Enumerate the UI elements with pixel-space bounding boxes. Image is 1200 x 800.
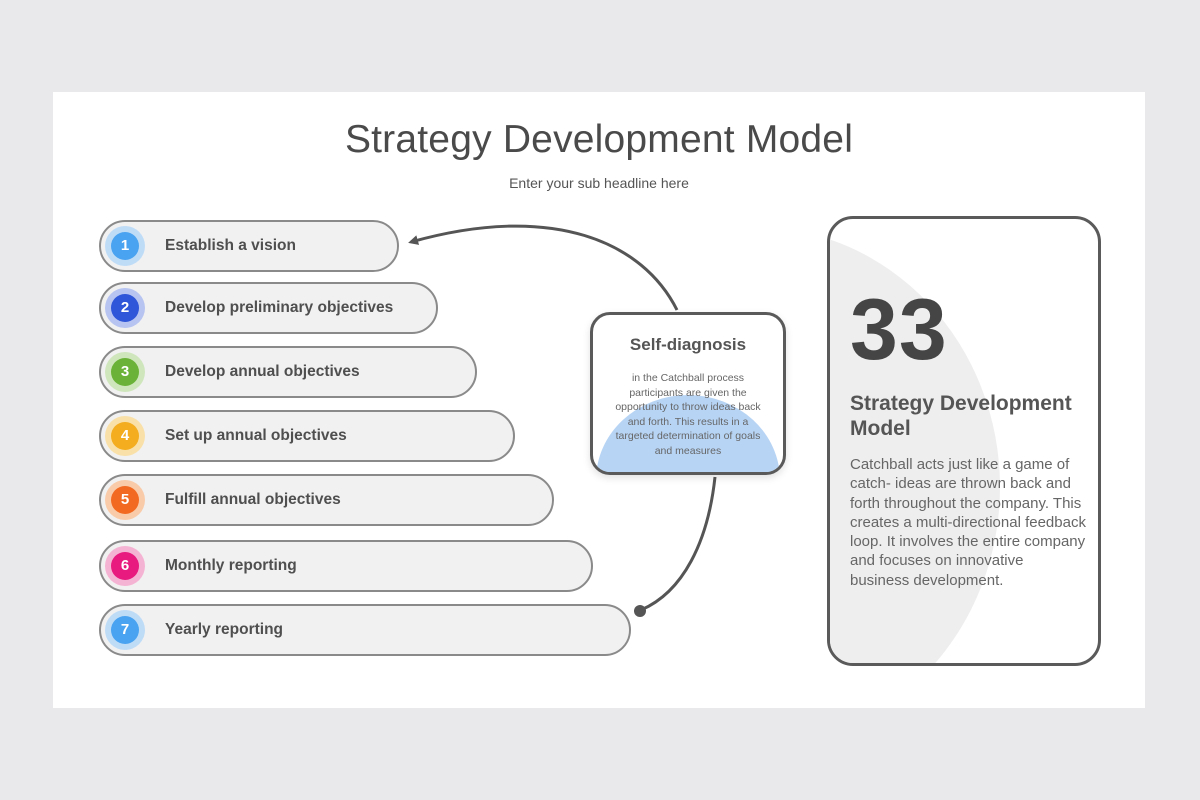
loop-arrow-top [408,224,679,311]
step-number: 7 [111,616,139,644]
self-diagnosis-title: Self-diagnosis [629,335,747,354]
feedback-loop-connector [408,224,717,617]
summary-card: 33 Strategy Development Model Catchball … [827,216,1101,666]
step-label: Develop annual objectives [165,363,360,380]
step-item: 1 Establish a vision [99,220,399,272]
step-item: 3 Develop annual objectives [99,346,477,398]
page-subtitle: Enter your sub headline here [509,175,689,191]
step-number-badge: 4 [105,416,145,456]
step-label: Fulfill annual objectives [165,491,341,508]
step-label: Yearly reporting [165,621,284,638]
step-number: 6 [111,552,139,580]
page-title: Strategy Development Model [344,118,854,161]
self-diagnosis-box: Self-diagnosis in the Catchball process … [590,312,786,475]
step-number: 5 [111,486,139,514]
step-label: Develop preliminary objectives [165,299,394,316]
loop-end-dot [634,605,646,617]
step-item: 7 Yearly reporting [99,604,631,656]
step-number-badge: 2 [105,288,145,328]
loop-line-bottom [640,476,717,612]
step-label: Establish a vision [165,237,296,254]
slide: Strategy Development Model Enter your su… [53,92,1145,708]
step-label: Set up annual objectives [165,427,347,444]
step-number: 1 [111,232,139,260]
summary-text: Catchball acts just like a game of catch… [850,456,1086,589]
step-item: 6 Monthly reporting [99,540,593,592]
step-item: 4 Set up annual objectives [99,410,515,462]
step-label: Monthly reporting [165,557,297,574]
step-number-badge: 5 [105,480,145,520]
step-number-badge: 3 [105,352,145,392]
summary-title: Strategy Development Model [850,392,1072,440]
step-number: 3 [111,358,139,386]
summary-number: 33 [850,282,948,378]
step-number-badge: 6 [105,546,145,586]
step-number-badge: 7 [105,610,145,650]
self-diagnosis-text: in the Catchball process participants ar… [615,372,761,457]
step-number-badge: 1 [105,226,145,266]
step-number: 4 [111,422,139,450]
step-item: 5 Fulfill annual objectives [99,474,554,526]
step-number: 2 [111,294,139,322]
step-item: 2 Develop preliminary objectives [99,282,438,334]
